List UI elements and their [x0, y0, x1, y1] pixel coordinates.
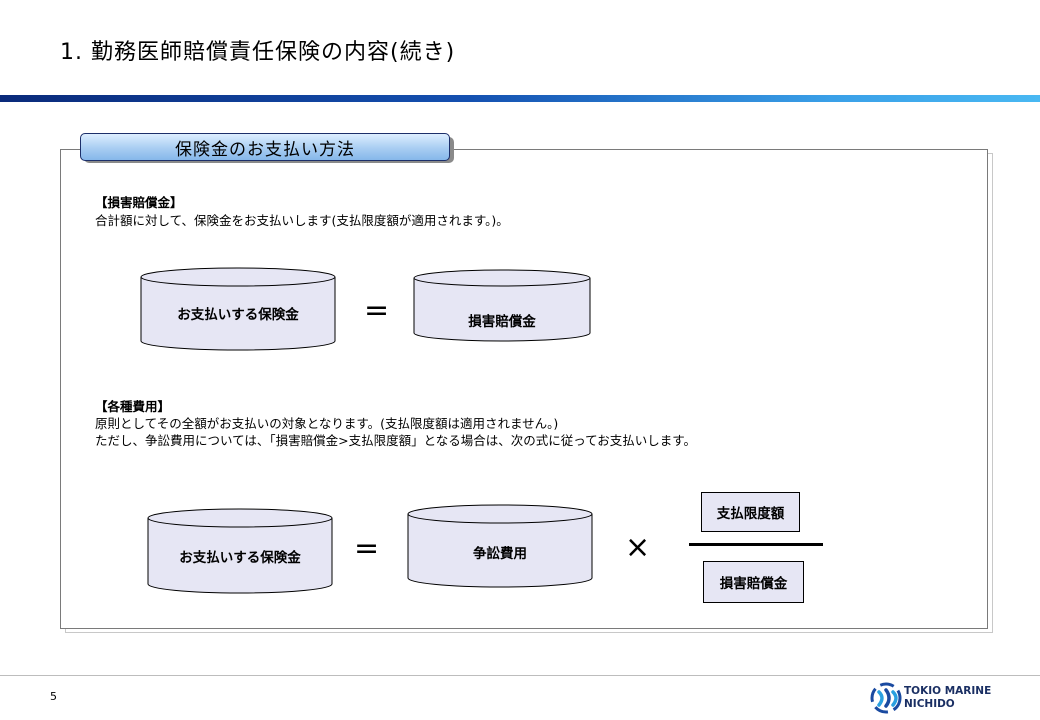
cylinder-payout-1: お支払いする保険金 — [140, 267, 336, 351]
cylinder-label: お支払いする保険金 — [179, 550, 301, 566]
cylinder-payout-2: お支払いする保険金 — [147, 508, 333, 594]
cylinder-label: 争訟費用 — [473, 546, 527, 562]
equals-sign-1: = — [364, 293, 390, 328]
section-tab: 保険金のお支払い方法 — [80, 133, 450, 161]
tokio-marine-logo-icon — [870, 682, 902, 714]
cylinder-shape — [140, 267, 336, 351]
cylinder-litigation: 争訟費用 — [407, 504, 593, 588]
denominator-label: 損害賠償金 — [719, 576, 788, 592]
numerator-label: 支払限度額 — [716, 506, 785, 522]
logo-wordmark: TOKIO MARINE NICHIDO — [904, 685, 991, 711]
equals-sign-2: = — [354, 531, 380, 566]
company-logo: TOKIO MARINE NICHIDO — [870, 682, 991, 718]
expenses-heading: 【各種費用】 — [95, 399, 171, 414]
cylinder-shape — [147, 508, 333, 594]
cylinder-label: お支払いする保険金 — [177, 307, 299, 323]
damages-description: 合計額に対して、保険金をお支払いします(支払限度額が適用されます。)。 — [95, 213, 509, 228]
cylinder-damages: 損害賠償金 — [413, 269, 591, 343]
fraction-line — [689, 543, 823, 546]
section-tab-title: 保険金のお支払い方法 — [175, 139, 355, 160]
footer-divider — [0, 675, 1040, 676]
title-gradient-bar — [0, 95, 1040, 102]
multiply-sign: × — [625, 530, 651, 565]
expenses-description-1: 原則としてその全額がお支払いの対象となります。(支払限度額は適用されません。) — [95, 416, 559, 431]
page-title: 1. 勤務医師賠償責任保険の内容(続き) — [60, 40, 456, 65]
damages-heading: 【損害賠償金】 — [95, 195, 183, 210]
cylinder-label: 損害賠償金 — [468, 314, 536, 330]
denominator-box: 損害賠償金 — [703, 561, 804, 603]
logo-line-2: NICHIDO — [904, 698, 955, 710]
logo-line-1: TOKIO MARINE — [904, 685, 992, 697]
cylinder-shape — [413, 269, 591, 342]
cylinder-shape — [407, 504, 593, 588]
numerator-box: 支払限度額 — [701, 492, 800, 532]
expenses-description-2: ただし、争訟費用については、「損害賠償金>支払限度額」となる場合は、次の式に従っ… — [95, 433, 696, 448]
page-number: 5 — [50, 690, 57, 703]
